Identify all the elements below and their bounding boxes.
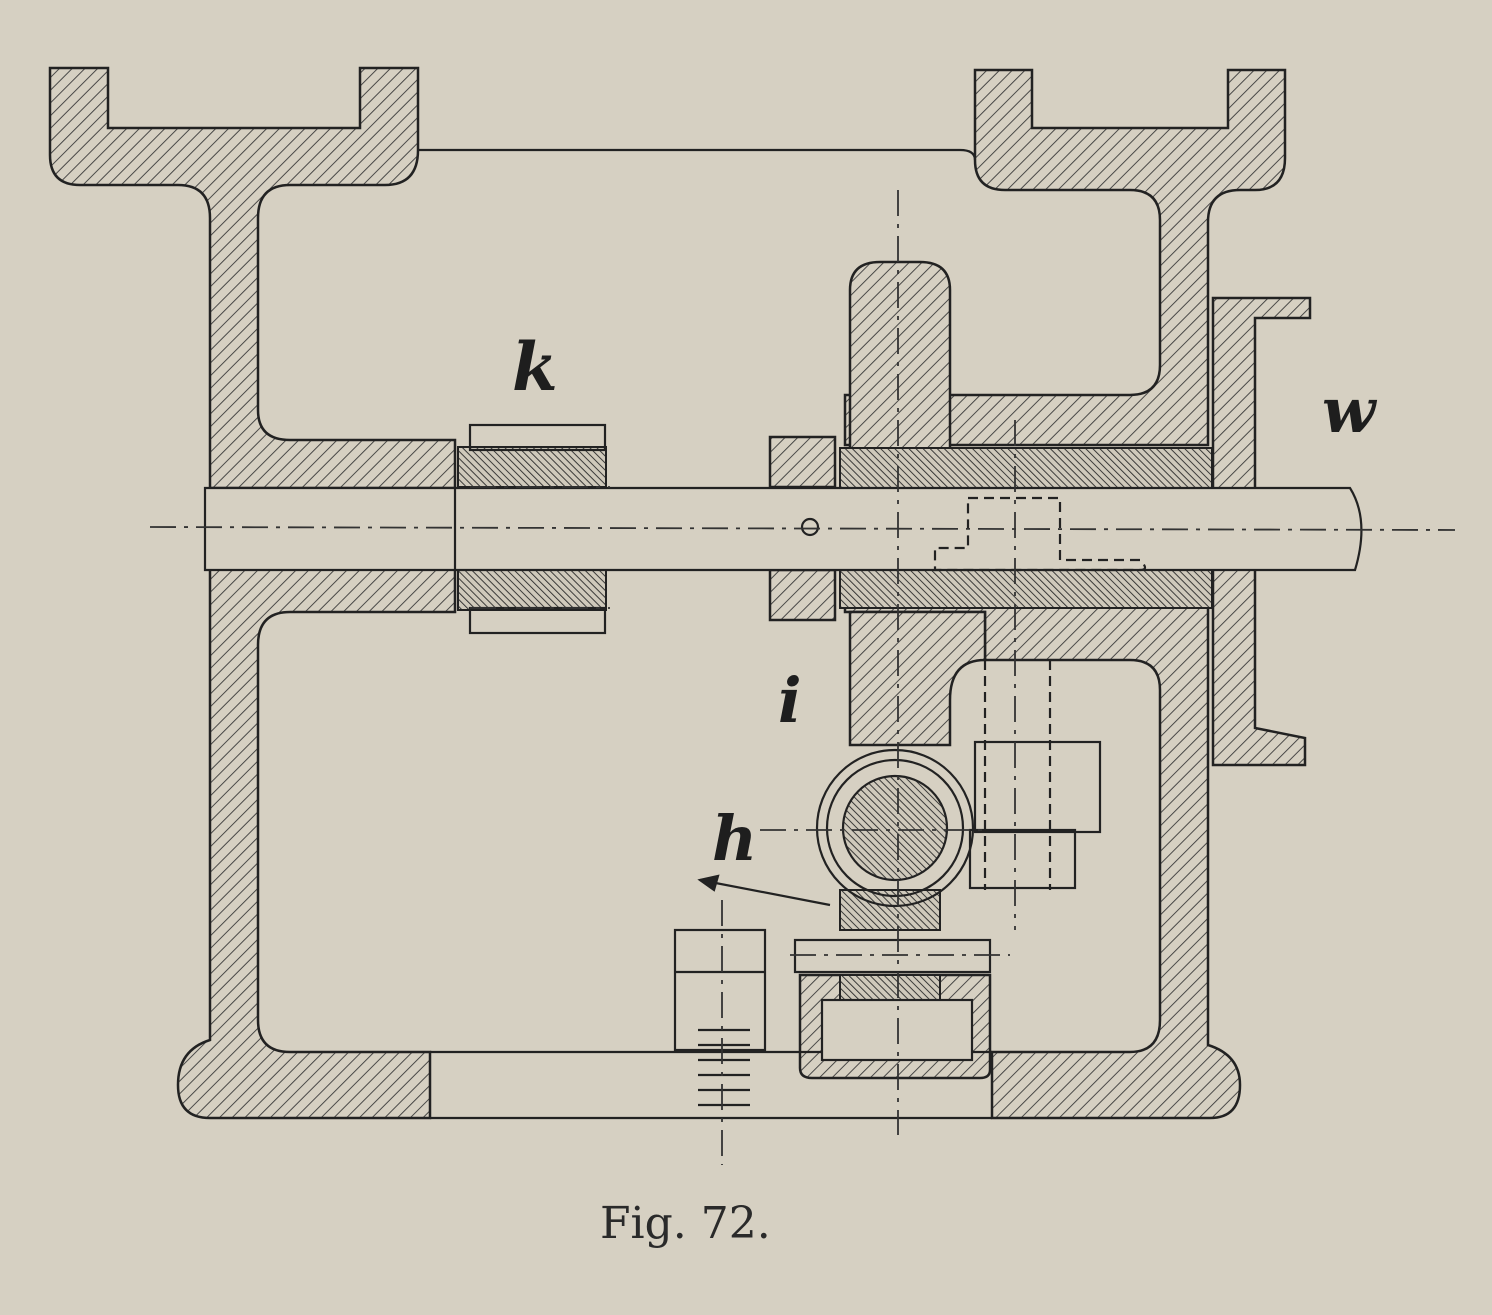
dense-bushings: [457, 446, 1213, 1016]
label-w: w: [1322, 374, 1378, 447]
label-h: h: [712, 802, 757, 875]
label-k: k: [512, 328, 558, 406]
center-lines: [149, 190, 1456, 1165]
figure-caption: Fig. 72.: [600, 1198, 771, 1249]
frame-casting: [48, 66, 1312, 1120]
label-i: i: [778, 664, 802, 737]
